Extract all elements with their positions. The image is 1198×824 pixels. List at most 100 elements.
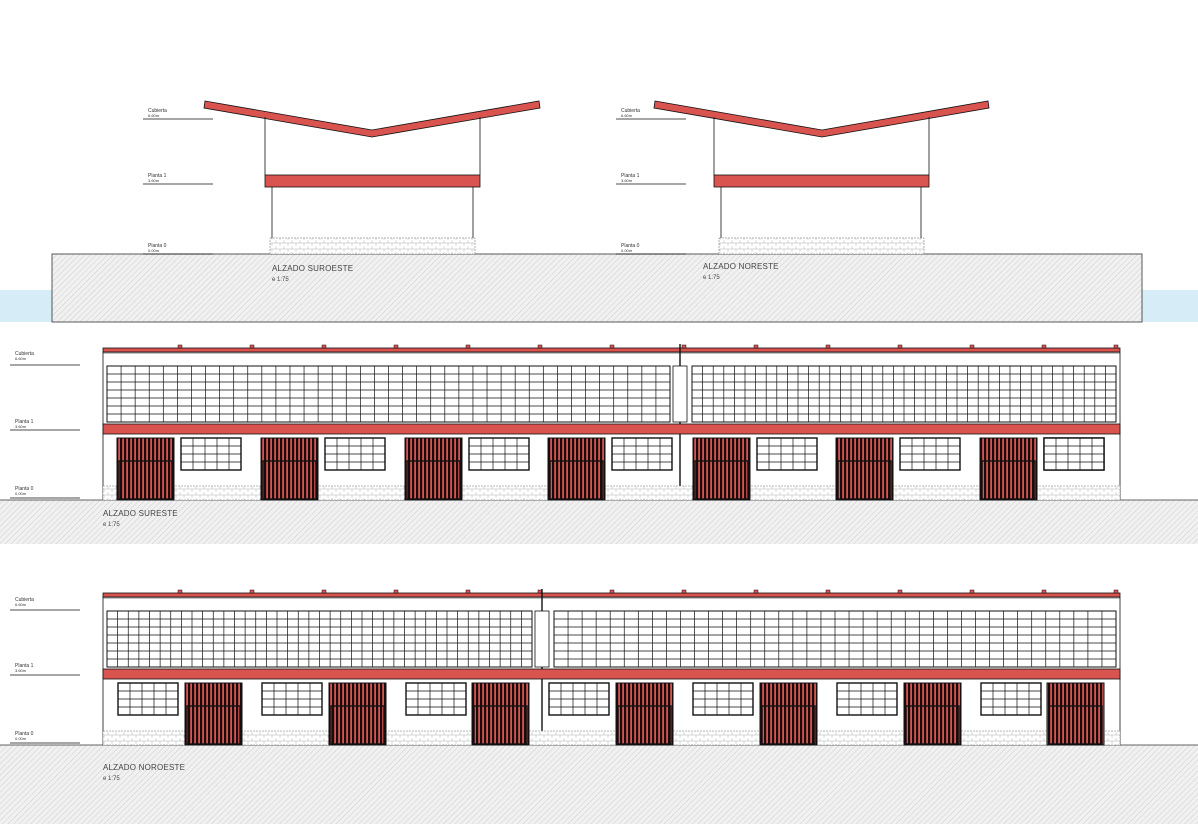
level-name: Cubierta (15, 351, 34, 357)
roof-vent (465, 589, 471, 594)
garage-door (759, 682, 818, 746)
stone-plinth (102, 485, 1121, 501)
garage-door (471, 682, 530, 746)
level-value: 6.60m (15, 356, 27, 361)
level-value: 6.60m (621, 113, 633, 118)
ground-window-mullions (837, 683, 897, 715)
roof-vent (177, 344, 183, 349)
roof-vent (969, 589, 975, 594)
divider-pier (534, 610, 550, 668)
garage-door (328, 682, 387, 746)
ground-window-mullions (118, 683, 178, 715)
roof-vent (753, 589, 759, 594)
facade-noroeste (102, 589, 1121, 746)
ground-window-mullions (1044, 438, 1104, 470)
upper-window (553, 610, 1117, 668)
parapet-coping (102, 347, 1121, 353)
ground-window (756, 437, 818, 471)
upper-window-mullions (554, 611, 1116, 667)
roof-vent (609, 589, 615, 594)
ground-window (692, 682, 754, 716)
level-value: 3.60m (148, 178, 160, 183)
garage-door (260, 437, 319, 501)
upper-window-mullions (692, 366, 1116, 422)
garage-door (979, 437, 1038, 501)
garage-door-frame (761, 705, 816, 745)
ground-window-mullions (469, 438, 529, 470)
ground-window-mullions (693, 683, 753, 715)
garage-door-leaf (404, 437, 463, 501)
level-name: Planta 1 (15, 663, 34, 669)
elevation-scale: e 1:75 (272, 277, 289, 283)
ground-window (468, 437, 530, 471)
level-value: 6.60m (148, 113, 160, 118)
garage-door-frame (905, 705, 960, 745)
roof-vent (897, 344, 903, 349)
ground-window (980, 682, 1042, 716)
plinth (718, 237, 925, 255)
level-value: 3.60m (621, 178, 633, 183)
ground-window (117, 682, 179, 716)
roof-vent (465, 344, 471, 349)
slab (264, 174, 481, 188)
ground (0, 500, 1198, 544)
ground-window (405, 682, 467, 716)
first-floor-slab (102, 668, 1121, 680)
garage-door (404, 437, 463, 501)
garage-door-frame (981, 460, 1036, 500)
garage-door-leaf (692, 437, 751, 501)
garage-door-leaf (759, 682, 818, 746)
ground-window (1043, 437, 1105, 471)
ground-base (51, 253, 1143, 323)
garage-door (184, 682, 243, 746)
roof-vent (681, 589, 687, 594)
garage-door-frame (617, 705, 672, 745)
ground-window (611, 437, 673, 471)
level-value: 0.00m (621, 248, 633, 253)
roof-vent (321, 344, 327, 349)
garage-door (116, 437, 175, 501)
top-section: Cubierta 6.60m Planta 1 3.60m Planta 0 0… (0, 100, 1198, 323)
roof-vent (537, 344, 543, 349)
garage-door (1046, 682, 1105, 746)
level-labels-noroeste: Cubierta 6.60m Planta 1 3.60m Planta 0 0… (15, 597, 34, 741)
ground-window-mullions (181, 438, 241, 470)
garage-door-leaf (547, 437, 606, 501)
ground-window-mullions (981, 683, 1041, 715)
ground-window-mullions (900, 438, 960, 470)
garage-door (547, 437, 606, 501)
level-name: Cubierta (15, 597, 34, 603)
garage-door-leaf (260, 437, 319, 501)
ground-window-mullions (612, 438, 672, 470)
garage-door (615, 682, 674, 746)
garage-door-frame (473, 705, 528, 745)
garage-door-leaf (184, 682, 243, 746)
roof-vent (177, 589, 183, 594)
elevation-scale: e 1:75 (703, 275, 720, 281)
garage-door-leaf (979, 437, 1038, 501)
garage-door-leaf (471, 682, 530, 746)
slab (713, 174, 930, 188)
level-labels-sureste: Cubierta 6.60m Planta 1 3.60m Planta 0 0… (15, 351, 34, 496)
ground (0, 745, 1198, 824)
garage-door-frame (1048, 705, 1103, 745)
ground-window (324, 437, 386, 471)
ground-window-mullions (549, 683, 609, 715)
level-value: 3.60m (15, 668, 27, 673)
level-name: Planta 0 (621, 243, 640, 249)
level-name: Planta 1 (15, 419, 34, 425)
garage-door-frame (694, 460, 749, 500)
roof-vent (393, 344, 399, 349)
level-name: Planta 1 (621, 173, 640, 179)
roof-vent (1113, 344, 1119, 349)
garage-door (835, 437, 894, 501)
level-labels-noreste: Cubierta 6.60m Planta 1 3.60m Planta 0 0… (621, 108, 640, 253)
garage-door-frame (837, 460, 892, 500)
side-building-left (203, 100, 541, 255)
sureste-section: Cubierta 6.60m Planta 1 3.60m Planta 0 0… (0, 344, 1198, 544)
plinth (269, 237, 476, 255)
divider-pier (672, 365, 688, 423)
stone-plinth (102, 730, 1121, 746)
level-name: Cubierta (148, 108, 167, 114)
roof-vent (897, 589, 903, 594)
